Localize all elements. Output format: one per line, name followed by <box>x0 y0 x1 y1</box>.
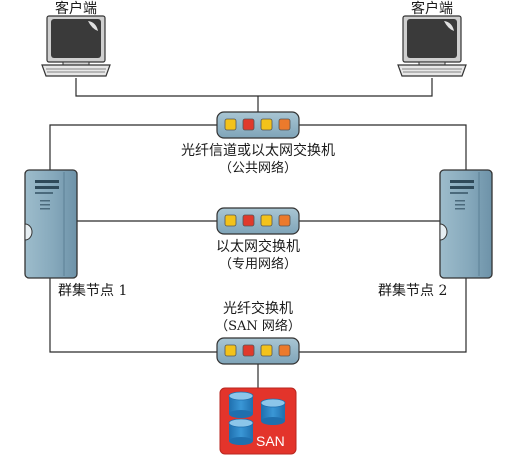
private-switch <box>216 207 300 235</box>
public-switch-label-line2: （公共网络） <box>218 161 297 176</box>
client-right-label: 客户端 <box>411 1 453 17</box>
fc-switch-label-line1: 光纤交换机 <box>223 301 293 317</box>
disk-icon <box>260 398 286 425</box>
private-switch-label-line1: 以太网交换机 <box>216 239 300 255</box>
client-left-label: 客户端 <box>55 1 97 17</box>
san-storage-icon <box>219 387 297 455</box>
fc-switch <box>216 337 300 365</box>
public-switch <box>216 111 300 139</box>
client-right <box>397 15 467 77</box>
cluster-node-1-label: 群集节点 1 <box>58 283 128 299</box>
cluster-node-2-label: 群集节点 2 <box>378 283 448 299</box>
network-switch-icon <box>216 111 300 139</box>
client-left <box>41 15 111 77</box>
disk-icon <box>228 418 254 445</box>
network-switch-icon <box>216 207 300 235</box>
cluster-node-1 <box>24 169 78 279</box>
san-storage-label: SAN <box>256 433 285 449</box>
cluster-node-2 <box>439 169 493 279</box>
network-switch-icon <box>216 337 300 365</box>
desktop-computer-icon <box>397 15 467 77</box>
server-tower-icon <box>24 169 78 279</box>
desktop-computer-icon <box>41 15 111 77</box>
public-switch-label-line1: 光纤信道或以太网交换机 <box>181 143 335 159</box>
fc-switch-label-line2: （SAN 网络） <box>215 319 301 334</box>
server-tower-icon <box>439 169 493 279</box>
san-storage <box>219 387 297 455</box>
private-switch-label-line2: （专用网络） <box>218 257 297 272</box>
link-clients-public <box>75 78 433 97</box>
disk-icon <box>228 391 254 418</box>
